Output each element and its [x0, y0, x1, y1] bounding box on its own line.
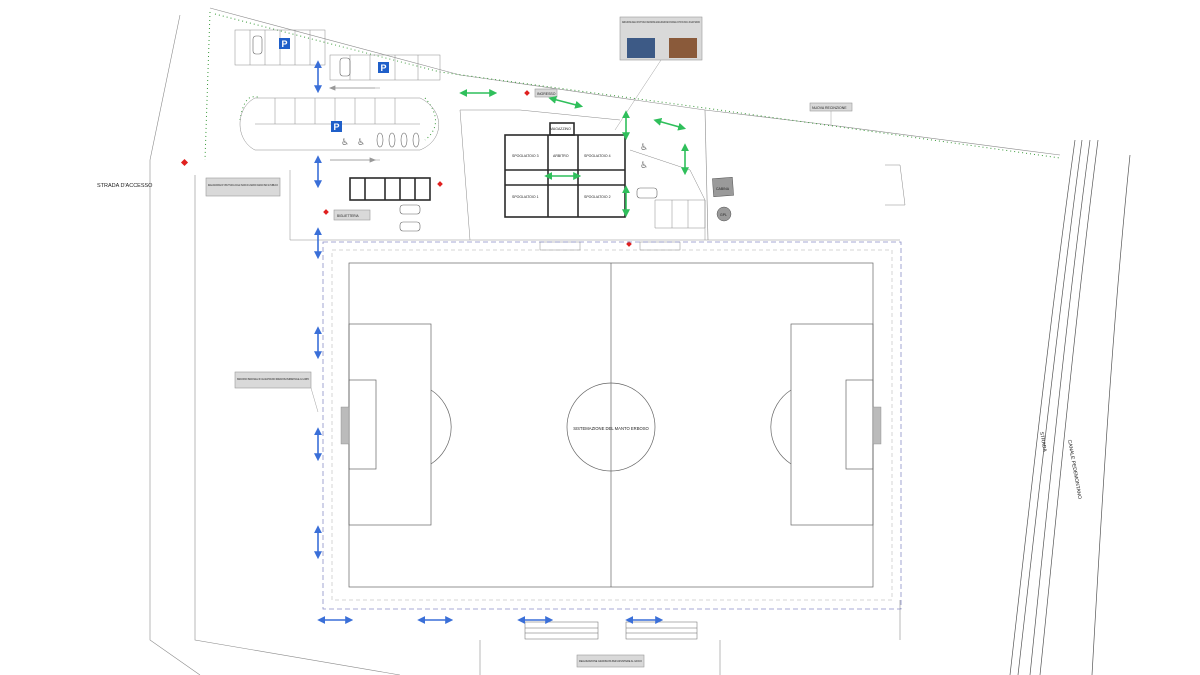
solar-panel-icon — [669, 38, 697, 58]
room-label-magazzino: MAGAZZINO — [550, 127, 571, 131]
stands-tag: REALIZZAZIONE GRADINATA PER ASSISTERE AL… — [576, 654, 645, 668]
svg-text:BIGLIETTERIA: BIGLIETTERIA — [337, 214, 359, 218]
blue-arrows — [314, 60, 664, 624]
svg-text:♿: ♿ — [640, 161, 648, 171]
parking-area — [234, 29, 441, 161]
solar-panel-icon — [627, 38, 655, 58]
gpl-tank — [716, 206, 732, 222]
cabin-label: CABINA — [716, 187, 730, 191]
svg-text:♿: ♿ — [341, 138, 349, 148]
goal-left — [340, 406, 350, 445]
svg-text:REALIZZAZIONE DI STRUTTURA LOC: REALIZZAZIONE DI STRUTTURA LOCALE TECNIC… — [208, 183, 278, 187]
green-arrows — [459, 89, 689, 218]
road-canal-lines — [1009, 139, 1131, 675]
entrance-marker-icon — [323, 90, 632, 247]
wheelchair-icon: ♿ ♿ ♿ ♿ — [341, 138, 648, 171]
car-icon — [252, 35, 658, 232]
svg-text:PERCORSO PEDONALE IN CALCESTRU: PERCORSO PEDONALE IN CALCESTRUZZO DRENAN… — [237, 377, 310, 381]
entrance-tag: INGRESSO — [534, 88, 558, 98]
field-center-label: SISTEMAZIONE DEL MANTO ERBOSO — [573, 426, 649, 431]
bike-rack-icon — [376, 132, 420, 148]
service-building — [349, 177, 431, 201]
cabin-box — [712, 177, 734, 197]
parking-direction-arrows — [328, 85, 377, 163]
internal-paths — [289, 109, 906, 251]
road-label: STRADA — [1038, 431, 1048, 453]
svg-text:REALIZZAZIONE GRADINATA PER AS: REALIZZAZIONE GRADINATA PER ASSISTERE AL… — [579, 659, 643, 663]
access-road-label: STRADA D'ACCESSO — [97, 183, 153, 189]
football-field — [348, 262, 874, 588]
field-perimeter-fence — [322, 241, 902, 610]
stands — [524, 621, 698, 640]
room-label-r4: SPOGLIATOIO 4 — [584, 154, 611, 158]
solar-note-tag: DEMOLIZIONE DELLA STRUTTURA DI RECINZION… — [614, 16, 703, 131]
gpl-label: GPL — [720, 213, 727, 217]
parking-icon: P P P — [279, 38, 389, 132]
new-structure-tag: REALIZZAZIONE DI STRUTTURA LOCALE TECNIC… — [205, 177, 281, 197]
new-fence-tag: NUOVA RECINZIONE — [809, 102, 853, 126]
room-label-r3: SPOGLIATOIO 3 — [512, 154, 539, 158]
entrance-marker-access — [180, 158, 189, 167]
svg-text:♿: ♿ — [640, 143, 648, 153]
svg-text:P: P — [380, 63, 386, 73]
room-label-arbitro: ARBITRO — [553, 154, 569, 158]
bike-path-tag: PERCORSO PEDONALE IN CALCESTRUZZO DRENAN… — [234, 371, 319, 413]
goal-right — [872, 406, 882, 445]
field-inner-fence — [331, 249, 893, 601]
svg-text:P: P — [281, 39, 287, 49]
hedge — [204, 11, 1061, 161]
locker-building — [504, 122, 626, 218]
svg-text:DEMOLIZIONE DELLA STRUTTURA DI: DEMOLIZIONE DELLA STRUTTURA DI RECINZION… — [622, 21, 700, 24]
room-label-r1: SPOGLIATOIO 1 — [512, 195, 539, 199]
svg-text:♿: ♿ — [357, 138, 365, 148]
ticket-tag: BIGLIETTERIA — [333, 209, 371, 221]
svg-text:P: P — [333, 122, 339, 132]
svg-text:NUOVA RECINZIONE: NUOVA RECINZIONE — [812, 106, 847, 110]
room-label-r2: SPOGLIATOIO 2 — [584, 195, 611, 199]
canal-label: CANALE PEDEMONTANO — [1066, 439, 1082, 499]
svg-text:INGRESSO: INGRESSO — [537, 92, 556, 96]
site-outline — [149, 7, 1061, 675]
